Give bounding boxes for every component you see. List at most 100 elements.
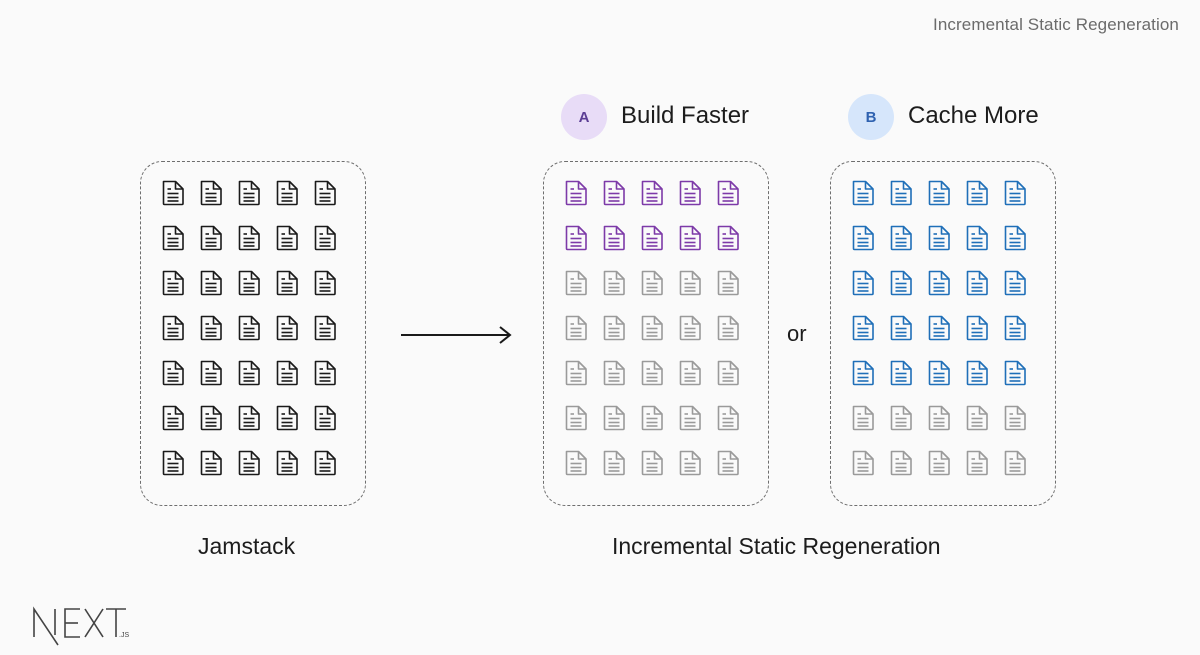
document-icon [964, 225, 990, 251]
document-icon-dim [677, 405, 703, 431]
isr-caption: Incremental Static Regeneration [612, 533, 941, 559]
document-icon [274, 180, 300, 206]
document-icon-dim [601, 360, 627, 386]
document-icon [563, 225, 589, 251]
document-icon [236, 315, 262, 341]
document-icon-dim [715, 360, 741, 386]
document-icon [160, 450, 186, 476]
document-icon [198, 405, 224, 431]
document-icon-dim [926, 450, 952, 476]
document-icon [312, 450, 338, 476]
document-icon-dim [601, 270, 627, 296]
document-icon [888, 315, 914, 341]
document-icon [926, 360, 952, 386]
document-icon [888, 270, 914, 296]
document-icon-dim [639, 360, 665, 386]
document-icon [563, 180, 589, 206]
document-icon [1002, 225, 1028, 251]
cache-more-panel [830, 161, 1056, 506]
document-icon-dim [715, 315, 741, 341]
document-icon [888, 180, 914, 206]
document-icon [1002, 270, 1028, 296]
document-icon [160, 405, 186, 431]
document-icon-dim [677, 360, 703, 386]
option-b-badge: B [848, 94, 894, 140]
document-icon [715, 180, 741, 206]
document-icon-dim [715, 405, 741, 431]
document-icon [964, 360, 990, 386]
document-icon [850, 360, 876, 386]
document-icon-dim [563, 450, 589, 476]
document-icon [639, 180, 665, 206]
document-icon [601, 180, 627, 206]
document-icon [850, 315, 876, 341]
document-icon [964, 270, 990, 296]
document-icon-dim [563, 315, 589, 341]
document-icon [274, 450, 300, 476]
document-icon [677, 180, 703, 206]
document-icon-dim [888, 405, 914, 431]
document-icon [888, 225, 914, 251]
document-icon [312, 180, 338, 206]
document-icon [850, 270, 876, 296]
right-arrow-icon [401, 326, 512, 344]
document-icon-dim [639, 450, 665, 476]
document-icon [1002, 360, 1028, 386]
document-icon-dim [639, 315, 665, 341]
document-icon [160, 315, 186, 341]
document-icon [236, 405, 262, 431]
document-icon [639, 225, 665, 251]
document-icon [274, 360, 300, 386]
document-icon [160, 225, 186, 251]
document-icon-dim [563, 360, 589, 386]
document-icon [850, 225, 876, 251]
document-icon [160, 360, 186, 386]
build-faster-doc-grid [563, 180, 741, 476]
document-icon [601, 225, 627, 251]
document-icon [926, 270, 952, 296]
document-icon [236, 450, 262, 476]
document-icon [850, 180, 876, 206]
document-icon [1002, 180, 1028, 206]
document-icon [198, 360, 224, 386]
cache-more-doc-grid [850, 180, 1028, 476]
document-icon-dim [1002, 450, 1028, 476]
document-icon-dim [677, 315, 703, 341]
option-a-label: Build Faster [621, 102, 750, 129]
option-b-label: Cache More [908, 102, 1039, 129]
jamstack-doc-grid [160, 180, 338, 476]
document-icon [198, 450, 224, 476]
document-icon-dim [850, 450, 876, 476]
document-icon [236, 180, 262, 206]
document-icon [964, 315, 990, 341]
document-icon-dim [715, 270, 741, 296]
document-icon [964, 180, 990, 206]
document-icon-dim [601, 315, 627, 341]
document-icon-dim [888, 450, 914, 476]
document-icon-dim [1002, 405, 1028, 431]
jamstack-panel [140, 161, 366, 506]
logo-suffix: .JS [119, 632, 129, 639]
document-icon-dim [964, 405, 990, 431]
document-icon [888, 360, 914, 386]
document-icon [274, 315, 300, 341]
corner-title: Incremental Static Regeneration [933, 15, 1179, 34]
document-icon-dim [677, 450, 703, 476]
document-icon [926, 315, 952, 341]
document-icon [198, 270, 224, 296]
document-icon [312, 315, 338, 341]
document-icon-dim [563, 405, 589, 431]
option-a-badge: A [561, 94, 607, 140]
document-icon [677, 225, 703, 251]
document-icon [926, 180, 952, 206]
document-icon [198, 225, 224, 251]
document-icon [236, 360, 262, 386]
document-icon [160, 270, 186, 296]
document-icon [312, 225, 338, 251]
document-icon-dim [639, 270, 665, 296]
build-faster-panel [543, 161, 769, 506]
document-icon [274, 405, 300, 431]
document-icon [926, 225, 952, 251]
document-icon [198, 180, 224, 206]
document-icon-dim [601, 405, 627, 431]
